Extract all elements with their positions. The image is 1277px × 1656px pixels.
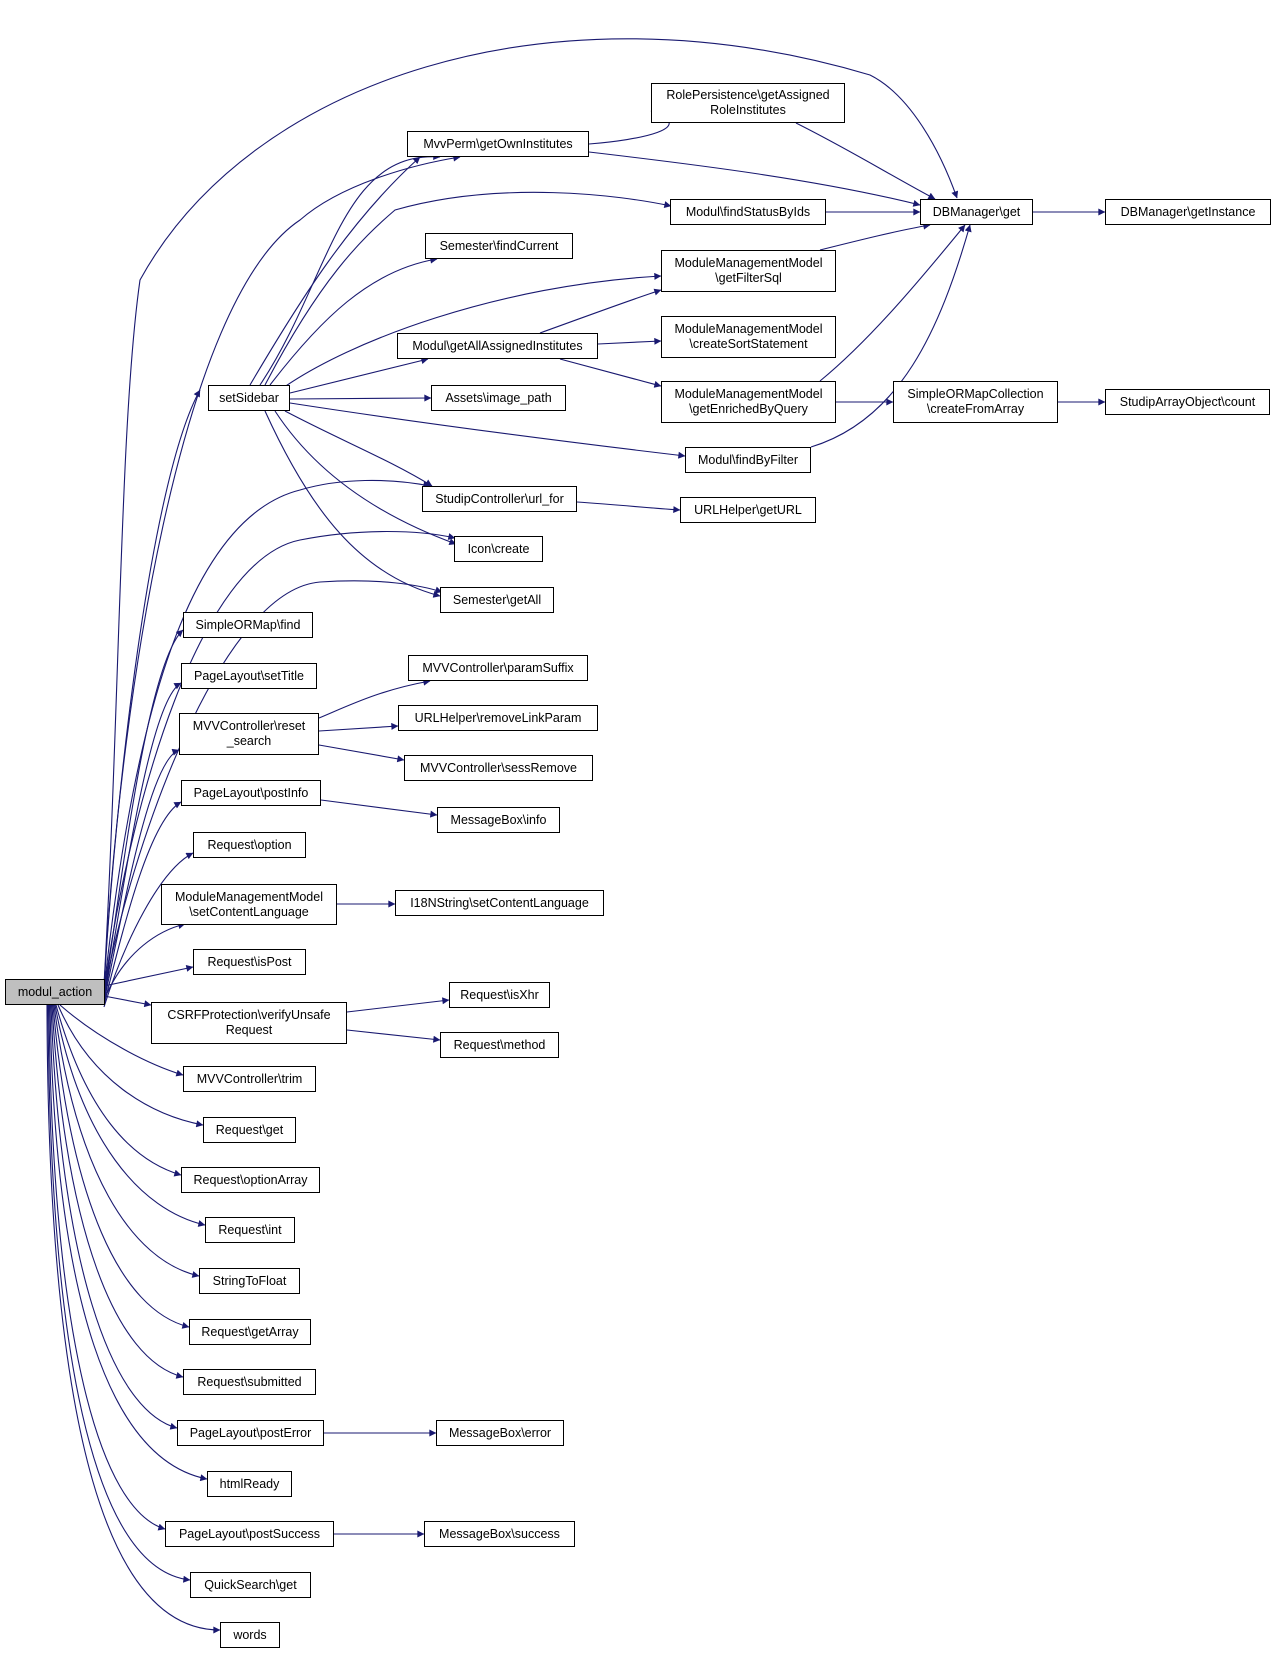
- edge-getallassigned-sortstatement: [597, 337, 662, 345]
- edge-request-get: [57, 1004, 204, 1128]
- edge-quicksearch-get: [47, 1004, 191, 1583]
- edge-request-optionarray: [55, 1004, 182, 1177]
- node-modul-findstatusbyids[interactable]: Modul\findStatusByIds: [670, 199, 826, 225]
- edge-request-submitted: [51, 1004, 184, 1379]
- edge-rolepersistence-dbmanager: [795, 122, 936, 200]
- edge-pagelayout-postsuccess: [48, 1004, 166, 1531]
- node-htmlready[interactable]: htmlReady: [207, 1471, 292, 1497]
- node-mvvcontroller-sessremove[interactable]: MVVController\sessRemove: [404, 755, 593, 781]
- node-messagebox-error[interactable]: MessageBox\error: [436, 1420, 564, 1446]
- edge-findbyfilter-dbmanager: [810, 224, 972, 448]
- node-words[interactable]: words: [220, 1622, 280, 1648]
- edge-csrf-method: [346, 1029, 441, 1043]
- edge-setsidebar-semester-getall: [264, 410, 441, 598]
- edge-csrfprotection-verifyunsaferequest: [103, 995, 152, 1008]
- node-mmm-getfiltersql[interactable]: ModuleManagementModel \getFilterSql: [661, 250, 836, 292]
- node-request-get[interactable]: Request\get: [203, 1117, 296, 1143]
- node-modul-getallassignedinstitutes[interactable]: Modul\getAllAssignedInstitutes: [397, 333, 598, 359]
- edge-mmm-setcontentlanguage: [103, 922, 186, 1001]
- node-request-int[interactable]: Request\int: [205, 1217, 295, 1243]
- node-icon-create[interactable]: Icon\create: [454, 536, 543, 562]
- edge-words: [46, 1004, 221, 1634]
- node-request-ispost[interactable]: Request\isPost: [193, 949, 306, 975]
- node-dbmanager-get[interactable]: DBManager\get: [920, 199, 1033, 225]
- edge-pagelayout-postinfo: [103, 801, 182, 1006]
- edge-mvvperm-getowninstitutes: [103, 154, 461, 987]
- edge-dbmanager-get: [103, 38, 959, 986]
- node-simpleormapcollection-createfromarray[interactable]: SimpleORMapCollection \createFromArray: [893, 381, 1058, 423]
- edge-request-int: [54, 1004, 206, 1227]
- node-request-method[interactable]: Request\method: [440, 1032, 559, 1058]
- edge-setsidebar-getfiltersql: [279, 272, 662, 391]
- node-request-getarray[interactable]: Request\getArray: [189, 1319, 311, 1345]
- node-simpleormap-find[interactable]: SimpleORMap\find: [183, 612, 313, 638]
- edge-htmlready: [49, 1004, 208, 1482]
- edge-reset-search-removelinkparam: [318, 722, 399, 732]
- node-modul-findbyfilter[interactable]: Modul\findByFilter: [685, 447, 811, 473]
- node-i18nstring-setcontentlanguage[interactable]: I18NString\setContentLanguage: [395, 890, 604, 916]
- node-mmm-setcontentlanguage[interactable]: ModuleManagementModel \setContentLanguag…: [161, 884, 337, 925]
- edge-postinfo-messagebox-info: [320, 799, 438, 818]
- edge-url-for-geturl: [576, 501, 681, 514]
- node-rolepersistence-getassignedroleinstitutes[interactable]: RolePersistence\getAssigned RoleInstitut…: [651, 83, 845, 123]
- edge-request-getarray: [52, 1004, 190, 1329]
- edge-reset-search-sessremove: [318, 744, 405, 763]
- node-csrfprotection-verifyunsaferequest[interactable]: CSRFProtection\verifyUnsafe Request: [151, 1002, 347, 1044]
- node-semester-getall[interactable]: Semester\getAll: [440, 587, 554, 613]
- edge-reset-search-paramsuffix: [318, 678, 431, 719]
- edge-mvvcontroller-reset-search: [103, 748, 180, 1003]
- node-pagelayout-postinfo[interactable]: PageLayout\postInfo: [181, 780, 321, 806]
- edge-getallassigned-getenriched: [559, 358, 662, 388]
- edge-setsidebar-icon-create: [274, 410, 457, 546]
- node-semester-findcurrent[interactable]: Semester\findCurrent: [425, 233, 573, 259]
- edge-getenriched-dbmanager: [819, 224, 966, 382]
- node-request-option[interactable]: Request\option: [193, 832, 306, 858]
- node-messagebox-info[interactable]: MessageBox\info: [437, 807, 560, 833]
- node-mvvcontroller-reset-search[interactable]: MVVController\reset _search: [179, 713, 319, 755]
- node-pagelayout-posterror[interactable]: PageLayout\postError: [177, 1420, 324, 1446]
- edge-mvvperm-dbmanager: [588, 151, 921, 207]
- node-setsidebar[interactable]: setSidebar: [208, 385, 290, 411]
- node-mmm-createsortstatement[interactable]: ModuleManagementModel \createSortStateme…: [661, 316, 836, 358]
- node-mvvcontroller-paramsuffix[interactable]: MVVController\paramSuffix: [408, 655, 588, 681]
- edge-setsidebar-findbyfilter: [289, 402, 686, 459]
- edge-stringtofloat: [53, 1004, 200, 1278]
- node-request-submitted[interactable]: Request\submitted: [183, 1369, 316, 1395]
- node-mvvperm-getowninstitutes[interactable]: MvvPerm\getOwnInstitutes: [407, 131, 589, 157]
- node-modul-action[interactable]: modul_action: [5, 979, 105, 1005]
- call-edges: [46, 38, 1106, 1634]
- node-studipcontroller-url-for[interactable]: StudipController\url_for: [422, 486, 577, 512]
- node-assets-image-path[interactable]: Assets\image_path: [431, 385, 566, 411]
- edge-setsidebar-findstatusbyids: [264, 191, 672, 386]
- node-request-isxhr[interactable]: Request\isXhr: [449, 982, 550, 1008]
- edge-pagelayout-settitle: [103, 682, 182, 1001]
- edge-request-ispost: [103, 964, 194, 987]
- node-urlhelper-removelinkparam[interactable]: URLHelper\removeLinkParam: [398, 705, 598, 731]
- edge-pagelayout-posterror: [50, 1004, 178, 1430]
- node-request-optionarray[interactable]: Request\optionArray: [181, 1167, 320, 1193]
- node-quicksearch-get[interactable]: QuickSearch\get: [190, 1572, 311, 1598]
- node-mmm-getenrichedbyquery[interactable]: ModuleManagementModel \getEnrichedByQuer…: [661, 381, 836, 423]
- node-urlhelper-geturl[interactable]: URLHelper\getURL: [680, 497, 816, 523]
- edge-setsidebar-getallassigned: [289, 357, 429, 394]
- edge-simpleormap-find: [103, 629, 184, 999]
- node-stringtofloat[interactable]: StringToFloat: [199, 1268, 300, 1294]
- node-dbmanager-getinstance[interactable]: DBManager\getInstance: [1105, 199, 1271, 225]
- node-pagelayout-settitle[interactable]: PageLayout\setTitle: [181, 663, 317, 689]
- node-messagebox-success[interactable]: MessageBox\success: [424, 1521, 575, 1547]
- edge-setsidebar-image-path: [289, 394, 432, 402]
- edge-csrf-isxhr: [346, 997, 450, 1013]
- edge-studipcontroller-url-for: [103, 479, 431, 991]
- edge-getfiltersql-dbmanager: [819, 222, 931, 251]
- node-mvvcontroller-trim[interactable]: MVVController\trim: [183, 1066, 316, 1092]
- edge-setsidebar-url-for: [284, 410, 433, 487]
- edge-setsidebar-findcurrent: [269, 256, 438, 386]
- node-studiparrayobject-count[interactable]: StudipArrayObject\count: [1105, 389, 1270, 415]
- node-pagelayout-postsuccess[interactable]: PageLayout\postSuccess: [165, 1521, 334, 1547]
- edge-getallassigned-getfiltersql: [539, 288, 662, 334]
- edge-setsidebar-mvvperm-2: [259, 153, 441, 386]
- edge-setsidebar-mvvperm: [249, 156, 421, 386]
- edge-mvvcontroller-trim: [59, 1004, 184, 1077]
